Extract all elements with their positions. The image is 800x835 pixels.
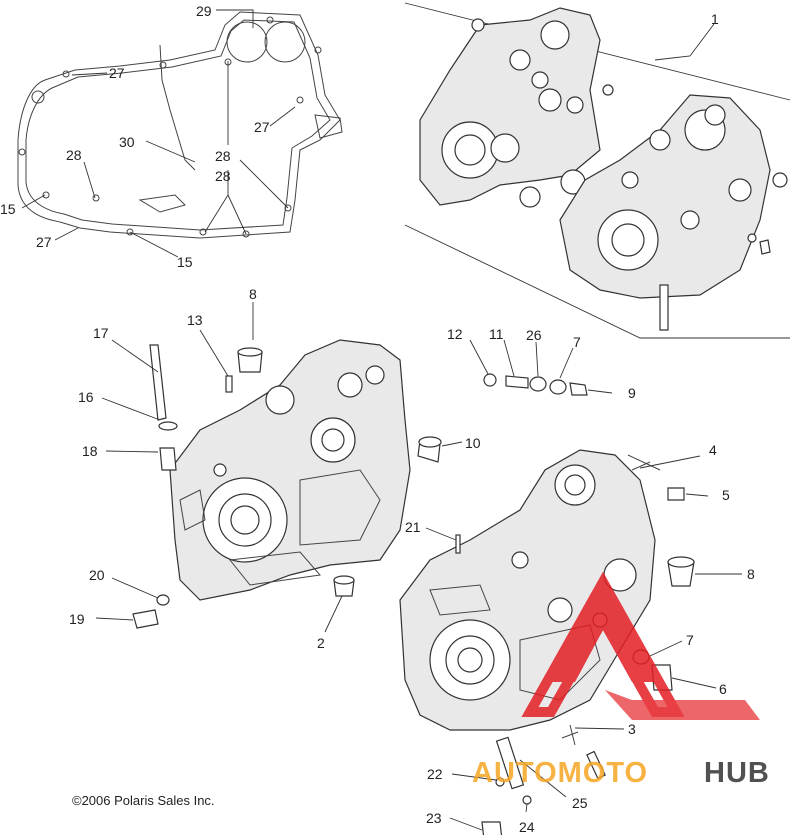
left-crankcase-half bbox=[169, 339, 411, 601]
shaft-25 bbox=[495, 736, 525, 790]
callout-21: 21 bbox=[405, 519, 421, 535]
callout-10: 10 bbox=[465, 435, 481, 451]
small-parts bbox=[132, 344, 695, 835]
dowel-pin-17 bbox=[149, 344, 167, 421]
copyright-notice: ©2006 Polaris Sales Inc. bbox=[72, 793, 215, 808]
callout-19: 19 bbox=[69, 611, 85, 627]
plug-19 bbox=[132, 609, 159, 629]
callout-30: 30 bbox=[119, 134, 135, 150]
spring-11 bbox=[505, 375, 529, 389]
callout-labels: 29 1 27 27 30 28 28 28 15 27 15 8 17 13 … bbox=[0, 3, 755, 835]
leader-lines bbox=[21, 9, 742, 831]
washer-20 bbox=[156, 594, 170, 606]
pin-3 bbox=[561, 724, 579, 746]
callout-3: 3 bbox=[628, 721, 636, 737]
watermark-word-hub: HUB bbox=[704, 757, 770, 789]
callout-23: 23 bbox=[426, 810, 442, 826]
callout-22: 22 bbox=[427, 766, 443, 782]
callout-8: 8 bbox=[249, 286, 257, 302]
callout-7: 7 bbox=[686, 632, 694, 648]
callout-6: 6 bbox=[719, 681, 727, 697]
callout-2: 2 bbox=[317, 635, 325, 651]
callout-27: 27 bbox=[109, 65, 125, 81]
o-ring-7a bbox=[549, 379, 567, 395]
bolt-5 bbox=[667, 487, 685, 501]
callout-16: 16 bbox=[78, 389, 94, 405]
callout-29: 29 bbox=[196, 3, 212, 19]
callout-28: 28 bbox=[215, 168, 231, 184]
pin-13 bbox=[225, 375, 233, 393]
callout-5: 5 bbox=[722, 487, 730, 503]
callout-1: 1 bbox=[711, 11, 719, 27]
washer-24 bbox=[522, 795, 532, 805]
callout-28: 28 bbox=[66, 147, 82, 163]
o-ring-16 bbox=[158, 421, 178, 431]
callout-27: 27 bbox=[36, 234, 52, 250]
callout-27: 27 bbox=[254, 119, 270, 135]
right-crankcase-half bbox=[399, 449, 656, 731]
callout-26: 26 bbox=[526, 327, 542, 343]
pin-4 bbox=[627, 454, 661, 471]
callout-13: 13 bbox=[187, 312, 203, 328]
plug-9 bbox=[569, 382, 588, 396]
plug-18 bbox=[159, 447, 177, 471]
washer-26 bbox=[529, 376, 547, 392]
pin-21 bbox=[455, 534, 461, 554]
ball-12 bbox=[483, 373, 497, 387]
callout-15: 15 bbox=[177, 254, 193, 270]
callout-8: 8 bbox=[747, 566, 755, 582]
callout-11: 11 bbox=[489, 326, 504, 342]
plug-23 bbox=[481, 821, 503, 835]
callout-18: 18 bbox=[82, 443, 98, 459]
watermark-word-automoto: AUTOMOTO bbox=[472, 757, 648, 789]
callout-25: 25 bbox=[572, 795, 588, 811]
ball-22 bbox=[495, 777, 505, 787]
crankcase-gasket bbox=[17, 11, 343, 239]
callout-24: 24 bbox=[519, 819, 535, 835]
callout-28: 28 bbox=[215, 148, 231, 164]
callout-17: 17 bbox=[93, 325, 109, 341]
callout-20: 20 bbox=[89, 567, 105, 583]
callout-9: 9 bbox=[628, 385, 636, 401]
callout-4: 4 bbox=[709, 442, 717, 458]
automotohub-logo-watermark: AUTOMOTO HUB bbox=[472, 571, 770, 789]
callout-15: 15 bbox=[0, 201, 16, 217]
callout-7: 7 bbox=[573, 334, 581, 350]
callout-12: 12 bbox=[447, 326, 463, 342]
crankcase-assembly bbox=[404, 2, 791, 339]
